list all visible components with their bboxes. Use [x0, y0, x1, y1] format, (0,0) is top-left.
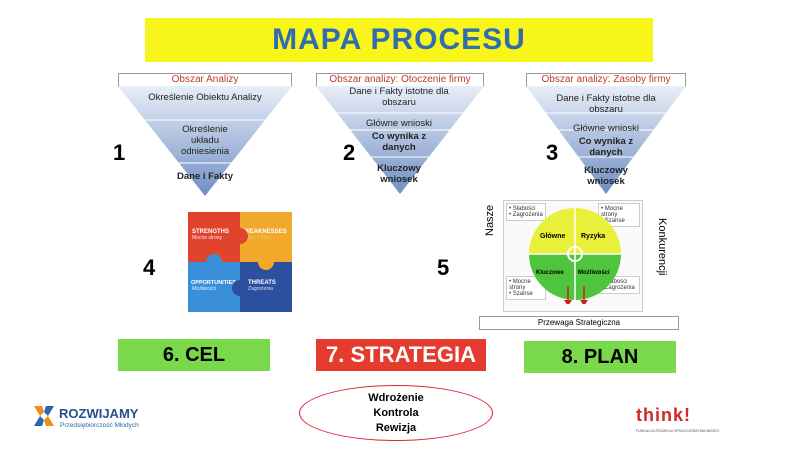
implementation-ellipse: Wdrożenie Kontrola Rewizja [299, 385, 493, 441]
funnel-2-level-4: Kluczowy wniosek [377, 163, 421, 185]
funnel-1-shape [118, 86, 292, 196]
funnel-3-header: Obszar analizy: Zasoby firmy [526, 73, 686, 87]
puzzle-knob [232, 280, 248, 296]
page-title: MAPA PROCESU [272, 23, 526, 56]
box-plan: 8. PLAN [524, 341, 676, 373]
think-tagline: FUNDACJA ROZWOJU SPOŁECZEŃSTWA WIEDZY [636, 429, 720, 433]
puzzle-threats-sub: Zagrożenia [248, 286, 274, 292]
note-text: • Słabości [601, 279, 628, 285]
funnel-3-level-1: Dane i Fakty istotne dla obszaru [556, 93, 656, 115]
label-konkurencji: Konkurencji [656, 218, 668, 276]
funnel-2-shape [316, 86, 484, 194]
note-text: • Zagrożenia [509, 212, 543, 218]
title-banner: MAPA PROCESU [145, 18, 653, 62]
quadrant-mozliwosci: Możliwości [578, 270, 610, 276]
funnel-3-level-4: Kluczowy wniosek [584, 165, 628, 187]
funnel-1-level-3: Dane i Fakty [177, 171, 233, 182]
funnel-2-level-2: Główne wnioski [366, 118, 432, 129]
strategic-advantage-bar: Przewaga Strategiczna [479, 316, 679, 330]
note-text: • Mocne strony [601, 206, 623, 218]
quadrant-kluczowe: Kluczowe [536, 270, 564, 276]
puzzle-strengths: Strengths Mocne strony [188, 212, 240, 262]
rozwijamy-tagline: Przedsiębiorczość Młodych [60, 422, 139, 429]
box-strategia: 7. STRATEGIA [316, 339, 486, 371]
label-nasze: Nasze [484, 204, 496, 236]
rozwijamy-name: ROZWIJAMY [59, 406, 139, 421]
funnel-3-shape [526, 86, 686, 194]
quadrant-ryzyka: Ryzyka [581, 233, 606, 240]
step-3-number: 3 [546, 140, 559, 165]
box-cel: 6. CEL [118, 339, 270, 371]
puzzle-opportunities-title: Opportunities [191, 280, 236, 286]
funnel-3-level-2: Główne wnioski [573, 123, 639, 134]
puzzle-knob [232, 228, 248, 244]
puzzle-threats: Threats Zagrożenia [240, 262, 292, 312]
note-text: • Zagrożenia [601, 285, 635, 291]
puzzle-knob [258, 254, 274, 270]
rozwijamy-mark-icon [34, 406, 54, 426]
puzzle-knob [206, 254, 222, 270]
ellipse-line-1: Wdrożenie [368, 391, 424, 404]
puzzle-weaknesses-sub: Słabe strony [244, 235, 272, 241]
note-text: • Szanse [601, 218, 625, 224]
note-text: • Szanse [509, 291, 533, 297]
funnel-2-level-1: Dane i Fakty istotne dla obszaru [349, 86, 449, 108]
ellipse-line-3: Rewizja [375, 421, 417, 434]
step-4-number: 4 [143, 255, 156, 280]
logo-rozwijamy: ROZWIJAMY Przedsiębiorczość Młodych [30, 402, 170, 436]
puzzle-weaknesses: Weaknesses Słabe strony [240, 212, 292, 262]
puzzle-strengths-sub: Mocne strony [192, 235, 223, 241]
matrix-circle [529, 208, 621, 304]
puzzle-opportunities-sub: Możliwości [192, 286, 217, 292]
step-2-number: 2 [343, 140, 356, 165]
funnel-1-level-1: Określenie Obiektu Analizy [148, 92, 262, 103]
puzzle-strengths-title: Strengths [192, 229, 230, 235]
logo-think: think! FUNDACJA ROZWOJU SPOŁECZEŃSTWA WI… [636, 405, 736, 437]
note-top-left: • Słabości • Zagrożenia [506, 203, 546, 221]
funnel-3-level-3: Co wynika z danych [578, 136, 634, 158]
puzzle-weaknesses-title: Weaknesses [244, 229, 287, 235]
funnel-2-level-3: Co wynika z danych [371, 131, 427, 153]
note-text: • Słabości [509, 206, 536, 212]
funnel-1-header: Obszar Analizy [118, 73, 292, 87]
puzzle-threats-title: Threats [248, 280, 276, 286]
ellipse-line-2: Kontrola [373, 406, 419, 419]
puzzle-opportunities: Opportunities Możliwości [188, 262, 240, 312]
step-5-number: 5 [437, 255, 450, 280]
funnel-2-header: Obszar analizy: Otoczenie firmy [316, 73, 484, 87]
note-text: • Mocne strony [509, 279, 531, 291]
step-1-number: 1 [113, 140, 126, 165]
swot-puzzle: Strengths Mocne strony Weaknesses Słabe … [188, 212, 292, 312]
funnel-1-level-2: Określenie układu odniesienia [180, 124, 230, 157]
quadrant-glowne: Główne [540, 233, 566, 240]
think-name: think! [636, 405, 691, 425]
